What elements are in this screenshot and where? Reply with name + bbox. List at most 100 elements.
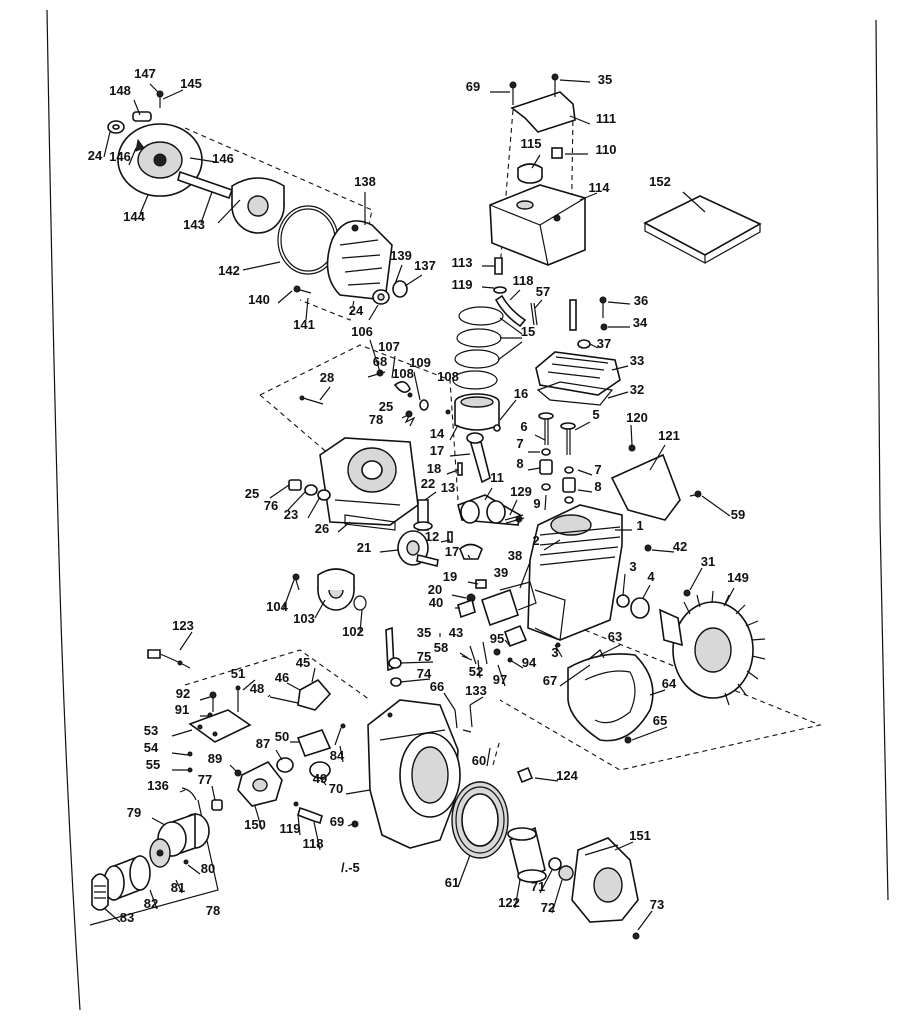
carburetor-bracket-53	[188, 709, 252, 743]
part-label-151: 151	[629, 828, 651, 843]
part-label-119: 119	[280, 821, 301, 836]
part-label-8: 8	[516, 456, 523, 471]
crankcase-cover-106	[319, 437, 419, 526]
part-label-78: 78	[206, 903, 220, 918]
pin-57	[530, 302, 538, 326]
gasket-26	[344, 514, 396, 531]
part-label-11: 11	[490, 470, 504, 485]
part-label-110: 110	[596, 142, 617, 157]
fuel-cap-115	[517, 163, 543, 184]
part-label-14: 14	[430, 426, 445, 441]
part-label-102: 102	[342, 624, 364, 639]
gear-103	[317, 568, 355, 611]
part-label-6: 6	[520, 419, 527, 434]
part-label-43: 43	[449, 625, 463, 640]
screw-65	[624, 736, 632, 744]
breather-38-39	[481, 581, 537, 627]
part-label-52: 52	[469, 664, 483, 679]
part-label-149: 149	[727, 570, 749, 585]
part-label-89: 89	[208, 751, 222, 766]
part-label-35: 35	[417, 625, 431, 640]
part-label-55: 55	[146, 757, 160, 772]
part-label-143: 143	[183, 217, 205, 232]
part-label-69: 69	[466, 79, 480, 94]
cylinder-block-1	[527, 504, 623, 641]
part-label-77: 77	[198, 772, 212, 787]
bearing-24-mid	[372, 289, 390, 305]
piston-rings-15	[452, 306, 504, 390]
part-label-25: 25	[379, 399, 393, 414]
part-label-111: 111	[596, 111, 616, 126]
part-label-75: 75	[417, 649, 431, 664]
part-label-140: 140	[248, 292, 270, 307]
part-label-25: 25	[245, 486, 259, 501]
starter-pulley-143	[231, 177, 285, 234]
part-label-123: 123	[172, 618, 194, 633]
starter-assembly-151	[571, 837, 639, 923]
bracket-46-45	[297, 678, 332, 711]
part-label-87: 87	[256, 736, 270, 751]
part-label-36: 36	[634, 293, 648, 308]
part-label-144: 144	[123, 209, 145, 224]
part-label-73: 73	[650, 897, 664, 912]
part-label-104: 104	[266, 599, 288, 614]
seal-3-4	[616, 594, 650, 619]
part-label-78: 78	[369, 412, 383, 427]
part-label-15: 15	[521, 324, 535, 339]
baffle-64	[567, 653, 654, 742]
part-label-142: 142	[218, 263, 240, 278]
valve-5	[560, 422, 576, 455]
screws-120-59-42-31	[628, 444, 702, 597]
part-label-118: 118	[303, 836, 324, 851]
part-label-18: 18	[427, 461, 441, 476]
part-label-42: 42	[673, 539, 687, 554]
part-label-146: 146	[212, 151, 234, 166]
parts-19-20-40	[457, 579, 487, 619]
part-label-8: 8	[594, 479, 601, 494]
part-label-12: 12	[425, 529, 439, 544]
part-label-103: 103	[293, 611, 315, 626]
part-label-107: 107	[378, 339, 400, 354]
part-label-7: 7	[516, 436, 523, 451]
part-label-71: 71	[531, 879, 545, 894]
piston-14	[454, 393, 500, 431]
part-label-114: 114	[589, 180, 611, 195]
spring-78-25	[401, 410, 416, 427]
part-label-79: 79	[127, 805, 141, 820]
part-label-63: 63	[608, 629, 622, 644]
part-label-32: 32	[630, 382, 644, 397]
part-label-19: 19	[443, 569, 457, 584]
rod-cap-17-12	[447, 531, 483, 560]
spring-148	[132, 111, 152, 122]
part-label-83: 83	[120, 910, 134, 925]
part-label-17: 17	[430, 443, 444, 458]
part-label-72: 72	[541, 900, 555, 915]
nut-124	[516, 766, 534, 784]
part-label-50: 50	[275, 729, 289, 744]
part-label-138: 138	[354, 174, 376, 189]
part-label-49: 49	[313, 771, 327, 786]
rod-bolts-18	[457, 462, 463, 476]
part-label-122: 122	[498, 895, 520, 910]
part-label-119: 119	[452, 277, 473, 292]
part-label-16: 16	[514, 386, 528, 401]
part-label-74: 74	[417, 666, 432, 681]
page-edge-right	[875, 19, 889, 901]
part-label-67: 67	[543, 673, 557, 688]
part-label-45: 45	[296, 655, 310, 670]
part-label-133: 133	[465, 683, 487, 698]
flywheel-149	[659, 590, 766, 706]
part-label-58: 58	[434, 640, 448, 655]
part-label-46: 46	[275, 670, 289, 685]
part-label-146: 146	[109, 149, 131, 164]
part-label-84: 84	[330, 748, 345, 763]
fuel-fitting-113-119	[493, 257, 507, 294]
fuel-line-119-118	[293, 801, 323, 824]
part-label-34: 34	[633, 315, 648, 330]
part-label-145: 145	[180, 76, 202, 91]
flywheel-housing-138	[326, 220, 393, 301]
part-label-148: 148	[109, 83, 131, 98]
bolt-48	[269, 696, 299, 704]
part-label-82: 82	[144, 896, 158, 911]
